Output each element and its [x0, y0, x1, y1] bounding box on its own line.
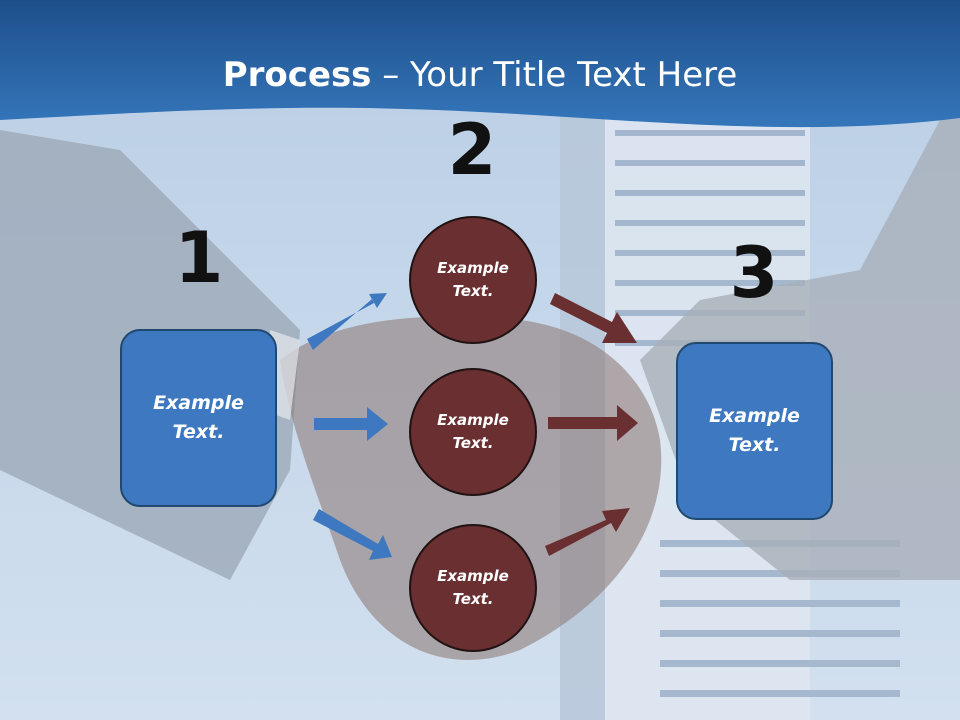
circle-middle-text: Example Text. — [437, 411, 509, 452]
slide-title: Process – Your Title Text Here — [0, 52, 960, 98]
arrow-right-blue — [314, 407, 388, 441]
circle-top: Example Text. — [409, 216, 537, 344]
left-step-box: Example Text. — [120, 329, 277, 507]
step-number-3: 3 — [729, 232, 779, 314]
arrow-up-right-red — [545, 508, 630, 556]
arrow-down-right-red — [550, 293, 637, 343]
red-arrows — [545, 293, 638, 556]
arrow-down-right-blue — [313, 509, 392, 560]
title-bold: Process — [222, 55, 372, 95]
title-rest: – Your Title Text Here — [371, 55, 738, 95]
arrow-right-red — [548, 405, 638, 441]
arrow-up-right-blue — [307, 293, 387, 350]
circle-bottom: Example Text. — [409, 524, 537, 652]
blue-arrows — [307, 293, 392, 560]
left-step-text: Example Text. — [153, 392, 244, 443]
step-number-2: 2 — [447, 109, 497, 191]
step-number-1: 1 — [174, 217, 224, 299]
circle-bottom-text: Example Text. — [437, 567, 509, 608]
circle-middle: Example Text. — [409, 368, 537, 496]
right-step-text: Example Text. — [709, 405, 800, 456]
circle-top-text: Example Text. — [437, 259, 509, 300]
right-step-box: Example Text. — [676, 342, 833, 520]
